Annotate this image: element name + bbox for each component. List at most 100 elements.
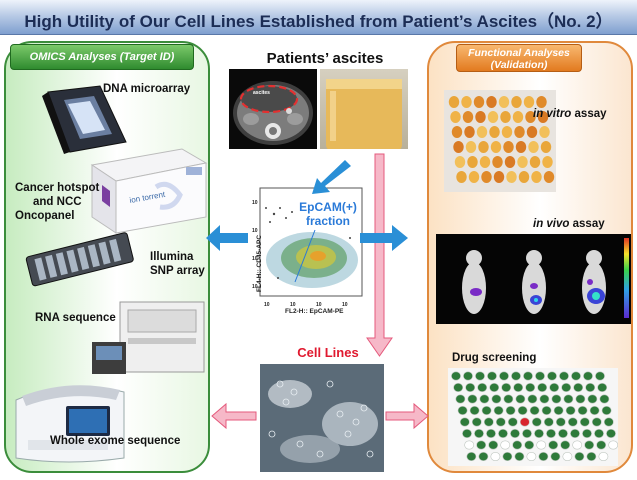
y-tick-3: 10 [252,228,258,234]
screening-well [543,417,554,427]
dna-microarray-image [42,85,127,154]
screening-well [457,405,468,415]
screening-well [558,428,568,438]
screening-well [487,371,497,381]
plate-well [528,141,539,153]
screening-well [524,440,535,450]
screening-well [464,440,475,450]
screening-well [573,383,584,392]
screening-well [583,371,593,381]
plate-well [503,141,514,153]
screening-well [598,452,609,462]
plate-well [506,171,517,183]
screening-well [453,383,464,392]
plate-well [504,156,516,168]
cell-lines-micrograph [260,364,384,472]
in-vitro-assay-label: in vitro assay [533,108,607,120]
screening-well [553,405,564,415]
gate-line [294,229,316,283]
screening-well [463,371,473,381]
screening-well [535,371,545,381]
screening-well [534,428,544,438]
screening-well [597,383,608,392]
rna-sequencer-image [92,301,205,374]
screening-well [479,394,490,404]
down-arrow-pink [366,153,393,357]
x-tick-1: 10 [264,302,270,308]
plate-well [464,126,475,138]
screening-well [565,405,576,415]
plate-well [453,141,464,153]
screening-well [475,371,485,381]
plate-well [537,111,549,123]
screening-well [527,394,538,404]
screening-well [539,394,550,404]
screening-well [594,428,604,438]
screening-well [512,440,523,450]
plate-well [498,96,510,108]
screening-well [536,440,547,450]
plate-well [525,111,536,123]
screening-well [574,452,585,462]
screening-well [550,452,561,462]
plate-well [518,171,530,183]
x-tick-2: 10 [290,302,296,308]
screening-well [519,417,530,427]
in-vitro-plate-image [444,90,556,192]
screening-well [459,417,470,427]
screening-well [561,383,572,392]
screening-well [511,371,521,381]
screening-well [490,452,501,462]
plate-well [481,171,492,183]
plate-well [487,111,499,123]
plate-well [500,111,511,123]
screening-well [525,383,536,392]
screening-well [526,452,537,462]
screening-well [599,394,610,404]
screening-well [586,452,597,462]
screening-well [515,394,526,404]
screening-well [603,417,614,427]
screening-well [608,440,618,450]
rna-sequence-label: RNA sequence [35,312,116,324]
left-arrow-pink [211,402,257,430]
flow-x-axis-label: FL2-H:: EpCAM-PE [285,308,344,315]
plate-well [478,141,489,153]
in-vivo-assay-label: in vivo assay [533,218,605,230]
y-tick-4: 10 [252,200,258,206]
plate-well [475,111,486,123]
screening-well [499,371,509,381]
screening-well [471,417,482,427]
screening-well [501,383,512,392]
screening-well [465,383,476,392]
screening-well [559,371,569,381]
screening-well [478,452,489,462]
plate-well [493,171,505,183]
screening-well [546,428,556,438]
drug-screening-plate-image [448,368,618,466]
screening-well [596,440,607,450]
ct-scan-image [229,69,317,149]
screening-well [562,452,573,462]
screening-well [466,452,477,462]
screening-well [510,428,520,438]
screening-well [537,383,548,392]
screening-well [538,452,549,462]
cell-lines-label: Cell Lines [297,345,359,360]
screening-well [529,405,540,415]
plate-well [492,156,503,168]
screening-well [491,394,502,404]
screening-well [591,417,602,427]
patients-ascites-label: Patients’ ascites [266,50,384,67]
right-arrow-blue [360,225,408,251]
screening-well [541,405,552,415]
screening-well [489,383,500,392]
screening-well [477,383,488,392]
screening-well [584,440,595,450]
screening-well [601,405,612,415]
flow-cytometry-plot: 10 10 10 10 10 10 10 10 [252,187,363,308]
plate-well [542,156,553,168]
plate-well [536,96,547,108]
screening-well [522,428,532,438]
x-tick-3: 10 [316,302,322,308]
